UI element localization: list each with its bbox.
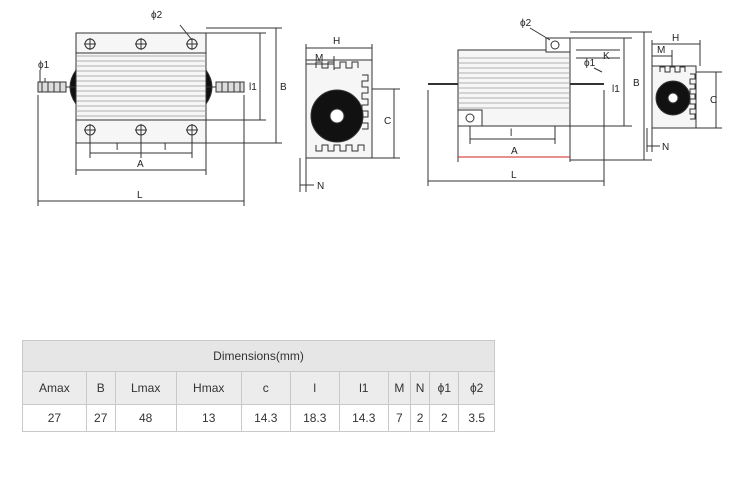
left-phi2-label: ϕ2 [151, 10, 163, 21]
value-amax: 27 [22, 404, 87, 432]
right-side-m-label: M [657, 45, 665, 56]
header-m: M [387, 371, 411, 405]
left-side-m-label: M [315, 53, 323, 64]
left-mounting-holes [84, 38, 198, 136]
right-b-label: B [633, 78, 640, 89]
left-side-view [299, 44, 400, 192]
left-side-core-inner [329, 108, 345, 124]
table-row: 27 27 48 13 14.3 18.3 14.3 7 2 2 3.5 [22, 404, 495, 432]
value-n: 2 [409, 404, 431, 432]
left-side-c-label: C [384, 116, 391, 127]
header-l1: l1 [338, 371, 389, 405]
right-l-label: l [510, 128, 512, 139]
right-body-fins [458, 57, 570, 109]
technical-drawing: ϕ2 ϕ1 l1 B l l A L [37, 10, 722, 206]
table-title-row: Dimensions(mm) [22, 340, 495, 372]
right-top-view [427, 27, 652, 186]
left-side-h-label: H [333, 36, 340, 47]
value-m: 7 [387, 404, 411, 432]
left-l-label-1: l [116, 142, 118, 153]
header-hmax: Hmax [175, 371, 242, 405]
right-a-label: A [511, 146, 518, 157]
right-k-label: K [603, 51, 610, 62]
value-lmax: 48 [114, 404, 177, 432]
table-header-row: Amax B Lmax Hmax c l l1 M N ϕ1 ϕ2 [22, 371, 495, 405]
left-top-view [37, 24, 282, 206]
header-phi2: ϕ2 [458, 371, 495, 405]
left-l-total-label: L [137, 190, 143, 201]
right-side-view [646, 40, 722, 152]
right-l1-label: l1 [612, 84, 620, 95]
left-l1-label: l1 [249, 82, 257, 93]
left-side-n-label: N [317, 181, 324, 192]
right-side-c-label: C [710, 95, 717, 106]
right-side-h-label: H [672, 33, 679, 44]
right-l-total-label: L [511, 170, 517, 181]
value-hmax: 13 [175, 404, 242, 432]
right-mount-tab-bottom [457, 109, 483, 127]
right-side-n-label: N [662, 142, 669, 153]
header-b: B [85, 371, 116, 405]
right-mount-tab-top [545, 37, 571, 53]
dimensions-table: Dimensions(mm) Amax B Lmax Hmax c l l1 M… [22, 340, 495, 432]
value-phi2: 3.5 [458, 404, 495, 432]
left-body-fins [76, 55, 206, 117]
left-phi1-label: ϕ1 [38, 60, 50, 71]
table-title: Dimensions(mm) [22, 340, 495, 372]
right-phi1-label: ϕ1 [584, 58, 596, 69]
header-lmax: Lmax [114, 371, 177, 405]
left-terminals [37, 81, 245, 93]
header-c: c [240, 371, 291, 405]
left-a-label: A [137, 159, 144, 170]
value-l: 18.3 [289, 404, 340, 432]
header-amax: Amax [22, 371, 87, 405]
value-l1: 14.3 [338, 404, 389, 432]
right-side-fins [689, 73, 696, 120]
header-n: N [409, 371, 431, 405]
left-b-label: B [280, 82, 287, 93]
left-l-label-2: l [164, 142, 166, 153]
value-phi1: 2 [429, 404, 460, 432]
header-l: l [289, 371, 340, 405]
right-side-core-inner [667, 92, 679, 104]
header-phi1: ϕ1 [429, 371, 460, 405]
right-phi2-label: ϕ2 [520, 18, 532, 29]
value-b: 27 [85, 404, 116, 432]
value-c: 14.3 [240, 404, 291, 432]
